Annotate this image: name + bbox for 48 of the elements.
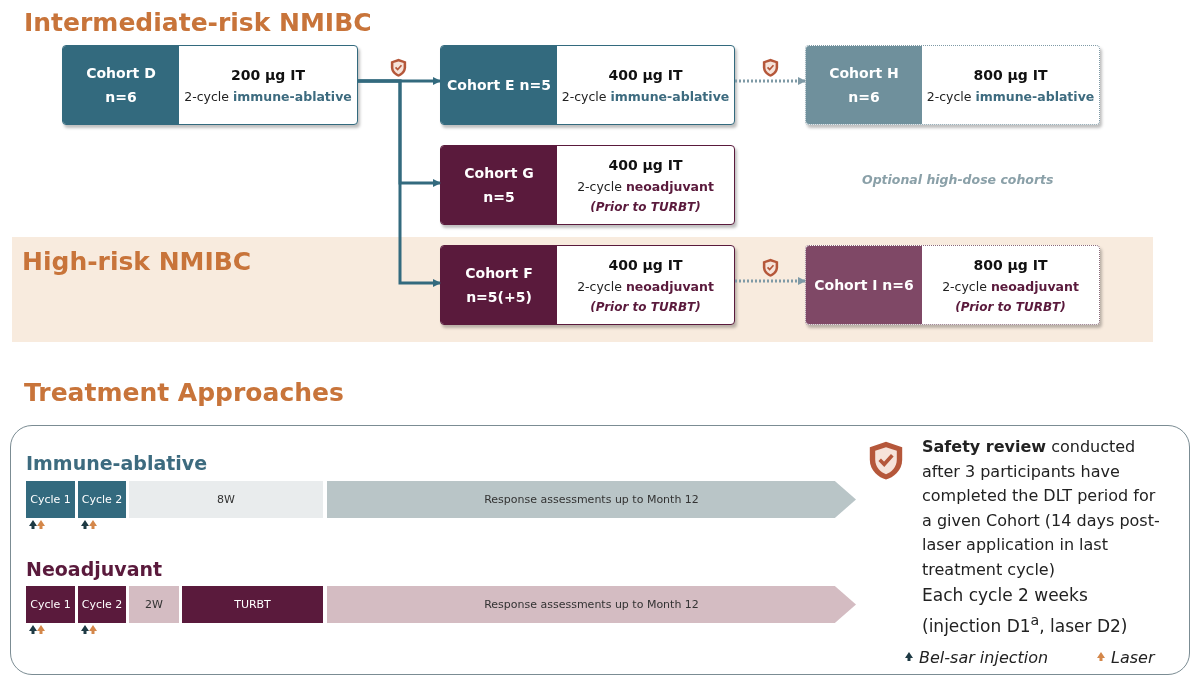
- regimen-text: 2-cycle neoadjuvant: [942, 278, 1079, 294]
- cohort-label: Cohort D n=6: [63, 46, 179, 124]
- cycle-note: Each cycle 2 weeks (injection D1$^{a}$, laser D2): [922, 584, 1129, 638]
- cohort-label: Cohort I n=6: [806, 246, 922, 324]
- regimen-text: 2-cycle immune-ablative: [184, 88, 352, 104]
- cohort-label: Cohort H n=6: [806, 46, 922, 124]
- legend-text: Laser: [1111, 648, 1155, 667]
- regimen-text: 2-cycle immune-ablative: [926, 88, 1095, 104]
- timeline-segment: Cycle 2: [78, 481, 126, 518]
- cohort-card: [805, 45, 1100, 125]
- timeline-segment: 8W: [129, 481, 323, 518]
- row-heading: Neoadjuvant: [26, 558, 163, 580]
- timing-note: (Prior to TURBT): [955, 299, 1066, 314]
- dose-text: 800 µg IT: [973, 66, 1048, 83]
- regimen-text: 2-cycle immune-ablative: [561, 88, 730, 104]
- arrow: [358, 79, 441, 287]
- regimen-text: 2-cycle neoadjuvant: [577, 278, 714, 294]
- timing-note: (Prior to TURBT): [590, 199, 701, 214]
- timeline-segment: Cycle 1: [26, 481, 75, 518]
- cohort-label: Cohort F n=5(+5): [441, 246, 557, 324]
- dose-text: 400 µg IT: [608, 156, 683, 173]
- timing-note: (Prior to TURBT): [590, 299, 701, 314]
- dose-text: 800 µg IT: [973, 256, 1048, 273]
- section-heading: Intermediate-risk NMIBC: [24, 8, 372, 37]
- timeline-segment: Cycle 1: [26, 586, 75, 623]
- risk-band: [12, 237, 1153, 342]
- row-heading: Immune-ablative: [26, 452, 208, 474]
- cohort-label: Cohort G n=5: [441, 146, 557, 224]
- dose-text: 400 µg IT: [608, 256, 683, 273]
- dose-text: 200 µg IT: [230, 66, 306, 83]
- arrow: [735, 277, 806, 285]
- note-text: Optional high-dose cohorts: [862, 172, 1055, 187]
- section-heading: High-risk NMIBC: [22, 247, 252, 276]
- dose-text: 400 µg IT: [608, 66, 683, 83]
- section-heading: Treatment Approaches: [24, 378, 344, 407]
- legend-text: Bel-sar injection: [919, 648, 1049, 667]
- cohort-card: [805, 245, 1100, 325]
- regimen-text: 2-cycle neoadjuvant: [577, 178, 714, 194]
- cohort-card: [440, 245, 735, 325]
- cohort-card: [440, 45, 735, 125]
- timeline-segment: Cycle 2: [78, 586, 126, 623]
- cohort-label: Cohort E n=5: [441, 46, 557, 124]
- safety-review-text: Safety review conducted after 3 participants have completed the DLT period for a given Cohort (14 days post-laser application in last treatment cycle): [922, 436, 1161, 581]
- timeline-segment: 2W: [129, 586, 179, 623]
- cohort-card: [62, 45, 358, 125]
- cohort-card: [440, 145, 735, 225]
- timeline-segment: TURBT: [182, 586, 323, 623]
- arrow: [735, 77, 806, 85]
